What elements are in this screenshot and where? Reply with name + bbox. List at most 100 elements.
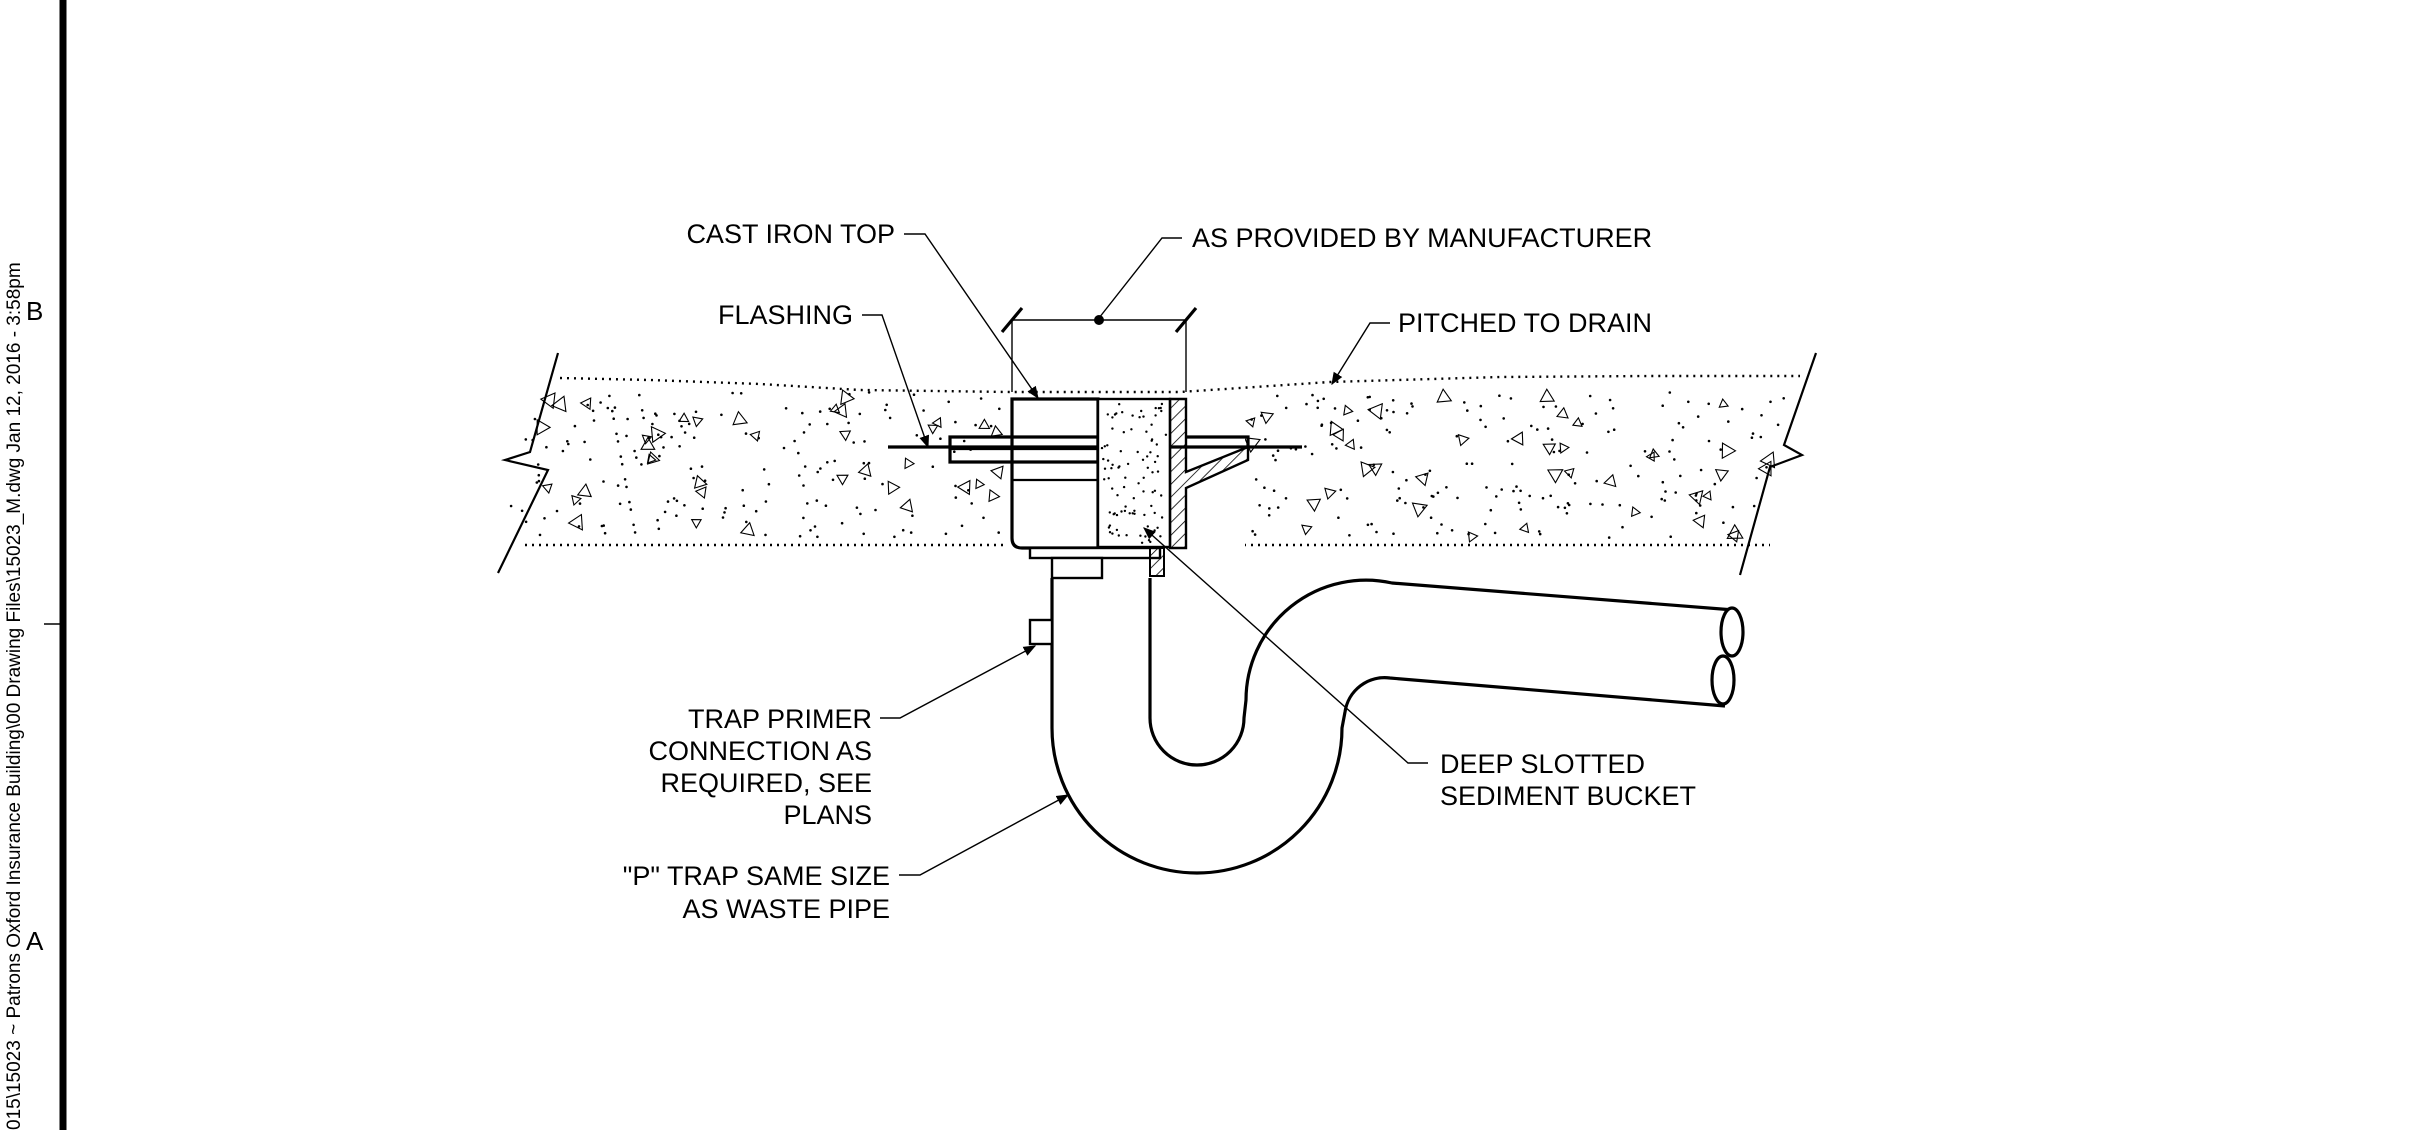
aggregate-triangle xyxy=(646,450,661,465)
aggregate-dot xyxy=(1337,516,1340,519)
aggregate-dot xyxy=(915,434,919,437)
leader-cast-iron-top xyxy=(904,233,1039,400)
aggregate-dot xyxy=(767,482,771,486)
aggregate-dot xyxy=(536,463,540,466)
aggregate-dot xyxy=(1677,421,1681,425)
aggregate-triangle xyxy=(1757,460,1772,477)
aggregate-dot xyxy=(1668,450,1671,453)
aggregate-triangle xyxy=(732,410,749,426)
aggregate-triangle xyxy=(836,474,849,486)
section-dot xyxy=(1151,471,1154,474)
aggregate-dot xyxy=(1391,399,1395,402)
aggregate-triangle xyxy=(1436,388,1453,403)
aggregate-dot xyxy=(1673,458,1676,461)
section-dot xyxy=(1160,494,1163,497)
aggregate-dot xyxy=(859,512,862,516)
aggregate-dot xyxy=(808,423,811,426)
section-dot xyxy=(1153,460,1157,464)
aggregate-dot xyxy=(815,499,819,502)
section-dot xyxy=(1160,516,1164,519)
aggregate-triangle xyxy=(749,430,761,442)
aggregate-triangle xyxy=(640,436,656,450)
aggregate-dot xyxy=(982,516,985,520)
leader-trap-primer xyxy=(880,645,1037,719)
concrete-slab xyxy=(497,352,1818,576)
aggregate-dot xyxy=(1707,402,1710,406)
aggregate-dot xyxy=(1470,462,1474,466)
aggregate-dot xyxy=(1339,488,1343,492)
aggregate-dot xyxy=(731,391,734,395)
aggregate-dot xyxy=(611,409,614,413)
aggregate-dot xyxy=(1517,501,1521,505)
aggregate-triangle xyxy=(978,418,991,429)
aggregate-dot xyxy=(533,417,537,421)
concrete-aggregate-stipple xyxy=(509,388,1785,543)
aggregate-dot xyxy=(620,462,624,466)
section-dot xyxy=(1125,534,1128,537)
aggregate-triangle xyxy=(1701,490,1712,501)
section-dot xyxy=(1143,513,1146,517)
aggregate-dot xyxy=(998,407,1001,411)
aggregate-dot xyxy=(1284,497,1288,500)
section-dot xyxy=(1130,428,1133,431)
aggregate-dot xyxy=(1456,496,1459,500)
aggregate-dot xyxy=(1335,447,1338,450)
aggregate-dot xyxy=(960,524,964,528)
aggregate-dot xyxy=(802,516,805,520)
aggregate-triangle xyxy=(1718,398,1730,408)
section-dot xyxy=(1111,487,1114,490)
aggregate-dot xyxy=(1512,489,1515,493)
aggregate-triangle xyxy=(1559,442,1570,455)
aggregate-triangle xyxy=(1603,473,1617,488)
aggregate-dot xyxy=(663,510,667,514)
aggregate-dot xyxy=(1554,405,1558,408)
aggregate-dot xyxy=(1607,536,1611,539)
aggregate-triangle xyxy=(646,453,657,464)
section-dot xyxy=(1119,450,1123,453)
aggregate-dot xyxy=(1397,487,1401,490)
aggregate-dot xyxy=(625,485,628,489)
aggregate-dot xyxy=(1251,529,1254,533)
aggregate-dot xyxy=(642,416,645,420)
aggregate-dot xyxy=(862,532,865,536)
aggregate-dot xyxy=(1509,397,1513,400)
aggregate-dot xyxy=(1536,428,1539,431)
label-trap-primer-line-3: REQUIRED, SEE xyxy=(660,768,872,798)
aggregate-triangle xyxy=(1344,438,1355,451)
aggregate-dot xyxy=(561,449,565,453)
aggregate-dot xyxy=(1782,397,1785,400)
aggregate-dot xyxy=(826,461,829,464)
aggregate-dot xyxy=(1370,522,1373,526)
aggregate-dot xyxy=(816,470,819,474)
aggregate-triangle xyxy=(1324,487,1337,501)
section-dot xyxy=(1107,526,1111,529)
aggregate-dot xyxy=(1440,523,1443,526)
trap-primer-connection xyxy=(1028,618,1054,646)
aggregate-triangle xyxy=(539,392,556,410)
aggregate-dot xyxy=(1530,424,1533,428)
aggregate-dot xyxy=(1267,514,1271,517)
aggregate-dot xyxy=(1750,436,1754,440)
aggregate-dot xyxy=(673,412,676,416)
aggregate-dot xyxy=(680,425,683,428)
label-trap-primer-line-1: TRAP PRIMER xyxy=(688,704,872,734)
aggregate-dot xyxy=(1731,505,1735,509)
aggregate-dot xyxy=(618,502,622,506)
aggregate-dot xyxy=(602,480,605,483)
aggregate-dot xyxy=(912,393,916,397)
aggregate-dot xyxy=(754,509,758,513)
section-dot xyxy=(1149,451,1152,454)
aggregate-triangle xyxy=(1360,461,1376,478)
aggregate-dot xyxy=(1740,407,1744,411)
aggregate-dot xyxy=(1687,400,1690,404)
aggregate-dot xyxy=(1502,417,1505,420)
aggregate-dot xyxy=(1311,393,1314,397)
aggregate-dot xyxy=(724,506,727,510)
aggregate-dot xyxy=(672,497,676,500)
aggregate-dot xyxy=(741,488,744,492)
aggregate-dot xyxy=(615,432,618,436)
aggregate-dot xyxy=(675,499,679,503)
section-dot xyxy=(1142,415,1145,418)
aggregate-dot xyxy=(1320,424,1323,428)
floor-drain-body xyxy=(888,396,1302,580)
